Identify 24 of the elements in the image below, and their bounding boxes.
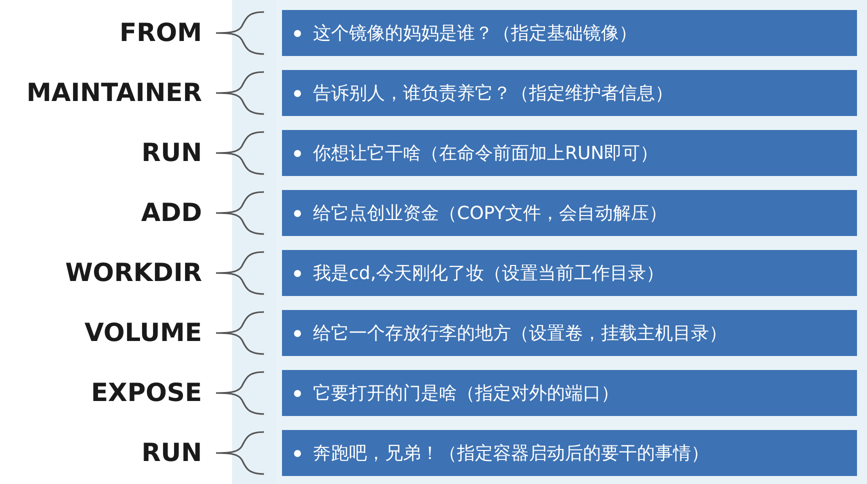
keyword-label: WORKDIR xyxy=(65,258,202,288)
keyword-label: RUN xyxy=(142,138,202,168)
description-text: 奔跑吧，兄弟！（指定容器启动后的要干的事情） xyxy=(313,442,709,465)
keyword-label: RUN xyxy=(142,438,202,468)
keyword-label: VOLUME xyxy=(84,318,202,348)
keyword-label: MAINTAINER xyxy=(26,78,202,108)
description-text: 我是cd,今天刚化了妆（设置当前工作目录） xyxy=(313,262,664,285)
keyword-label: ADD xyxy=(141,198,202,228)
description-text: 这个镜像的妈妈是谁？（指定基础镜像） xyxy=(313,22,637,45)
text-box xyxy=(282,130,857,176)
text-box xyxy=(282,430,857,476)
keyword-label: EXPOSE xyxy=(90,378,202,408)
text-box xyxy=(282,190,857,236)
text-box xyxy=(282,70,857,116)
description-text: 给它一个存放行李的地方（设置卷，挂载主机目录） xyxy=(313,322,727,345)
description-text: 你想让它干啥（在命令前面加上RUN即可） xyxy=(313,142,658,165)
description-text: 给它点创业资金（COPY文件，会自动解压） xyxy=(313,202,668,225)
text-box xyxy=(282,250,857,296)
description-text: 它要打开的门是啥（指定对外的端口） xyxy=(313,382,619,405)
text-box xyxy=(282,370,857,416)
keyword-label: FROM xyxy=(120,18,202,48)
text-box xyxy=(282,10,857,56)
description-text: 告诉别人，谁负责养它？（指定维护者信息） xyxy=(313,82,673,105)
text-box xyxy=(282,310,857,356)
